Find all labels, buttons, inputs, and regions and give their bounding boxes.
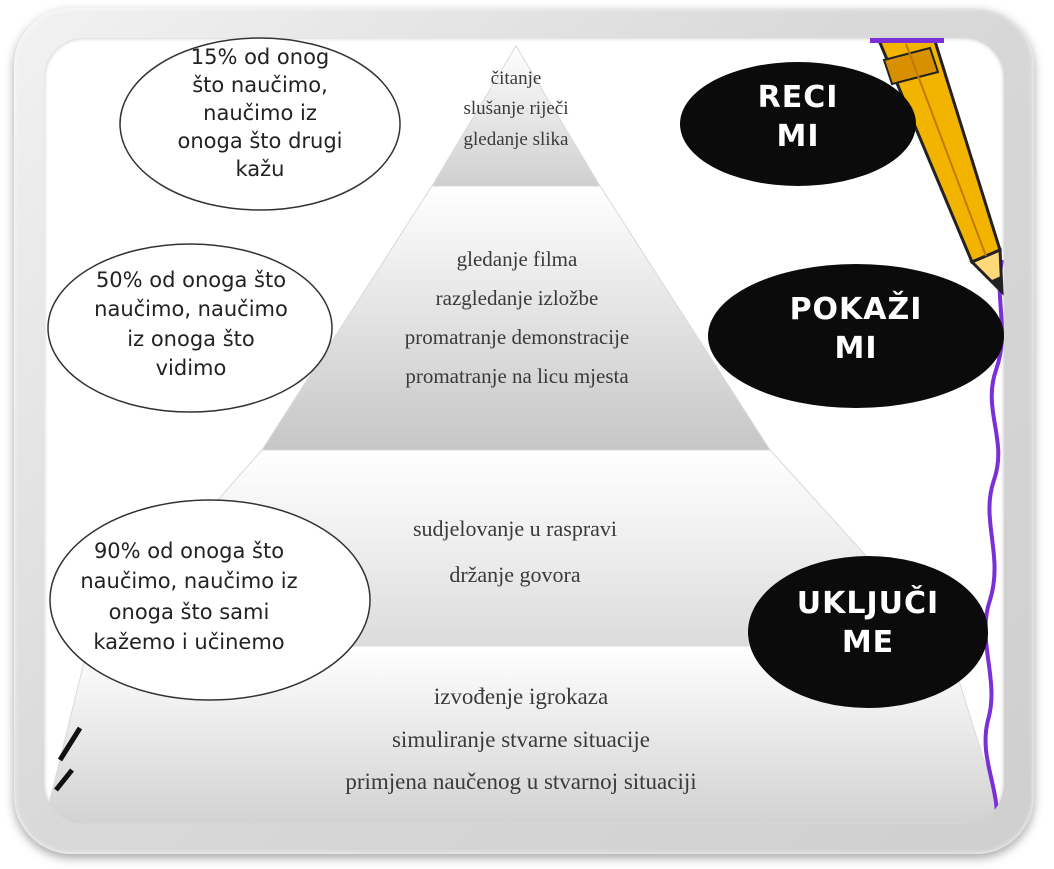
pyramid-item: primjena naučenog u stvarnoj situaciji [345, 769, 697, 795]
bubble-line: 15% od onog [190, 45, 330, 69]
pyramid-item: slušanje riječi [463, 98, 569, 120]
bubble-line: 90% od onoga što [93, 539, 285, 563]
pyramid-item: držanje govora [449, 562, 581, 588]
bubble-line: naučimo, naučimo iz [80, 569, 298, 594]
bubble-line: onoga što sami [108, 599, 270, 624]
badge-pokazi-shape [708, 264, 1004, 408]
badge-ukljuci-text: UKLJUČI ME [770, 584, 966, 662]
bubble-line: vidimo [155, 356, 227, 381]
pyramid-level-3-text: sudjelovanje u raspravi držanje govora [360, 506, 670, 598]
badge-line: UKLJUČI [796, 586, 940, 621]
pyramid-item: razgledanje izložbe [435, 285, 599, 310]
bubble-50-shape [47, 243, 333, 413]
pyramid-item: promatranje na licu mjesta [405, 363, 629, 388]
left-edge-marks [54, 726, 83, 792]
pyramid-level-2-text: gledanje filma razgledanje izložbe proma… [362, 240, 672, 395]
pencil-icon [870, 38, 1004, 296]
bubble-line: onoga što drugi [177, 128, 343, 153]
bubble-line: 50% od onoga što [95, 268, 287, 292]
badge-reci-text: RECI MI [718, 78, 878, 156]
pyramid-item: čitanje [490, 68, 542, 89]
badge-line: POKAŽI [789, 292, 923, 327]
pyramid-item: simuliranje stvarne situacije [391, 726, 651, 752]
pyramid-item: izvođenje igrokaza [433, 684, 609, 709]
pyramid-item: sudjelovanje u raspravi [412, 516, 618, 541]
bubble-line: što naučimo, [192, 72, 328, 97]
badge-ukljuci-shape [748, 556, 988, 708]
squiggle-line-decoration [983, 259, 1004, 824]
bubble-line: naučimo, naučimo [94, 297, 288, 322]
bubble-line: kažemo i učinemo [93, 630, 285, 655]
badge-line: MI [776, 119, 820, 154]
pyramid-item: gledanje filma [456, 247, 578, 271]
pyramid-level-1 [431, 45, 601, 187]
badge-reci-shape [680, 62, 916, 186]
badge-line: RECI [757, 80, 839, 115]
bubble-line: iz onoga što [127, 326, 255, 351]
bubble-50-text: 50% od onoga što naučimo, naučimo iz ono… [66, 266, 316, 384]
badge-line: ME [841, 625, 895, 660]
pyramid-level-4-text: izvođenje igrokaza simuliranje stvarne s… [286, 676, 756, 804]
pyramid-item: promatranje demonstracije [404, 324, 630, 349]
badge-pokazi-text: POKAŽI MI [766, 290, 946, 368]
bubble-line: naučimo iz [203, 100, 317, 125]
bubble-line: kažu [235, 156, 285, 181]
bubble-15-shape [119, 37, 401, 211]
badge-line: MI [834, 331, 878, 366]
bubble-90-text: 90% od onoga što naučimo, naučimo iz ono… [54, 536, 324, 658]
bubble-15-text: 15% od onog što naučimo, naučimo iz onog… [150, 44, 370, 184]
bubble-90-shape [49, 499, 371, 701]
pyramid-level-1-text: čitanje slušanje riječi gledanje slika [436, 64, 596, 155]
pyramid-item: gledanje slika [463, 128, 569, 150]
